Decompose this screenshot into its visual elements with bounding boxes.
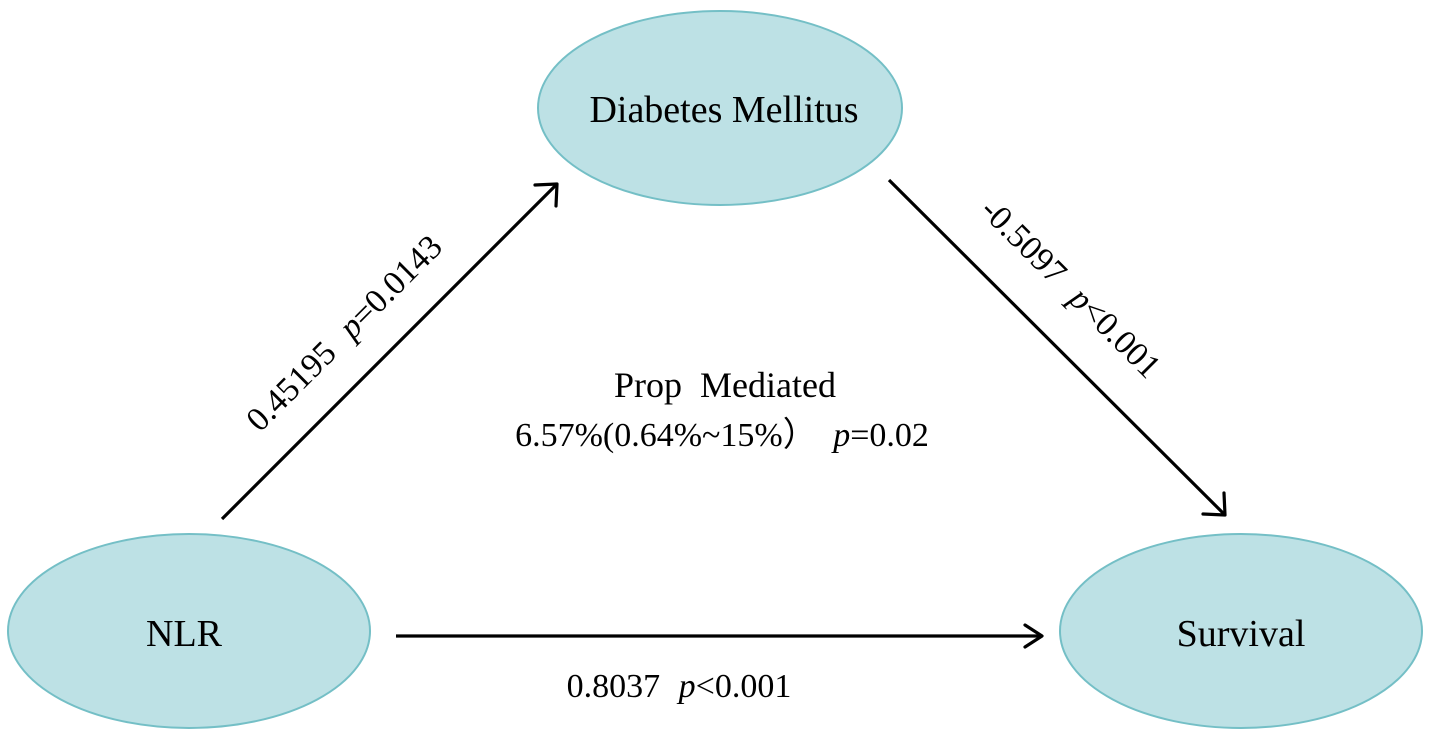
edge-nlr-to-survival-arrowhead-icon bbox=[1023, 623, 1044, 649]
edge-diabetes-to-survival-coef: -0.5097 bbox=[973, 191, 1073, 291]
edge-nlr-to-diabetes-coef: 0.45195 bbox=[239, 335, 343, 439]
edge-nlr-to-survival bbox=[396, 623, 1044, 649]
node-nlr-label: NLR bbox=[146, 613, 223, 655]
edge-nlr-to-survival-p-value: <0.001 bbox=[696, 668, 792, 705]
edge-diabetes-to-survival-p-value: <0.001 bbox=[1074, 292, 1168, 386]
node-survival-shape bbox=[1059, 533, 1423, 729]
node-nlr: NLR bbox=[7, 533, 371, 729]
edge-diabetes-to-survival bbox=[887, 178, 1227, 517]
mediation-p-value: =0.02 bbox=[850, 417, 929, 454]
node-diabetes-mellitus-shape bbox=[537, 10, 903, 206]
mediation-estimate-line: 6.57%(0.64%~15%） p=0.02 bbox=[515, 416, 929, 454]
mediation-p-symbol: p bbox=[831, 417, 850, 454]
edge-nlr-to-diabetes-p-value: =0.0143 bbox=[344, 228, 450, 334]
node-diabetes-mellitus: Diabetes Mellitus bbox=[537, 10, 903, 206]
edge-nlr-to-survival-label: 0.8037 p<0.001 bbox=[567, 668, 792, 705]
edge-nlr-to-survival-p-symbol: p bbox=[677, 668, 696, 705]
node-survival-label: Survival bbox=[1177, 613, 1306, 655]
edge-nlr-to-diabetes-label: 0.45195 p=0.0143 bbox=[239, 228, 449, 438]
node-survival: Survival bbox=[1059, 533, 1423, 729]
edge-diabetes-to-survival-line bbox=[887, 178, 1227, 517]
edge-nlr-to-diabetes bbox=[220, 182, 559, 521]
edge-diabetes-to-survival-label: -0.5097 p<0.001 bbox=[973, 191, 1167, 385]
node-diabetes-mellitus-label: Diabetes Mellitus bbox=[589, 89, 858, 131]
edge-nlr-to-diabetes-line bbox=[220, 183, 558, 521]
mediation-title: Prop Mediated bbox=[614, 365, 836, 405]
edge-diabetes-to-survival-arrowhead-icon bbox=[1201, 491, 1227, 517]
node-nlr-shape bbox=[7, 533, 371, 729]
edge-nlr-to-diabetes-arrowhead-icon bbox=[533, 182, 559, 208]
edge-nlr-to-survival-coef: 0.8037 bbox=[567, 668, 661, 705]
mediation-estimate: 6.57%(0.64%~15%） bbox=[515, 416, 817, 454]
